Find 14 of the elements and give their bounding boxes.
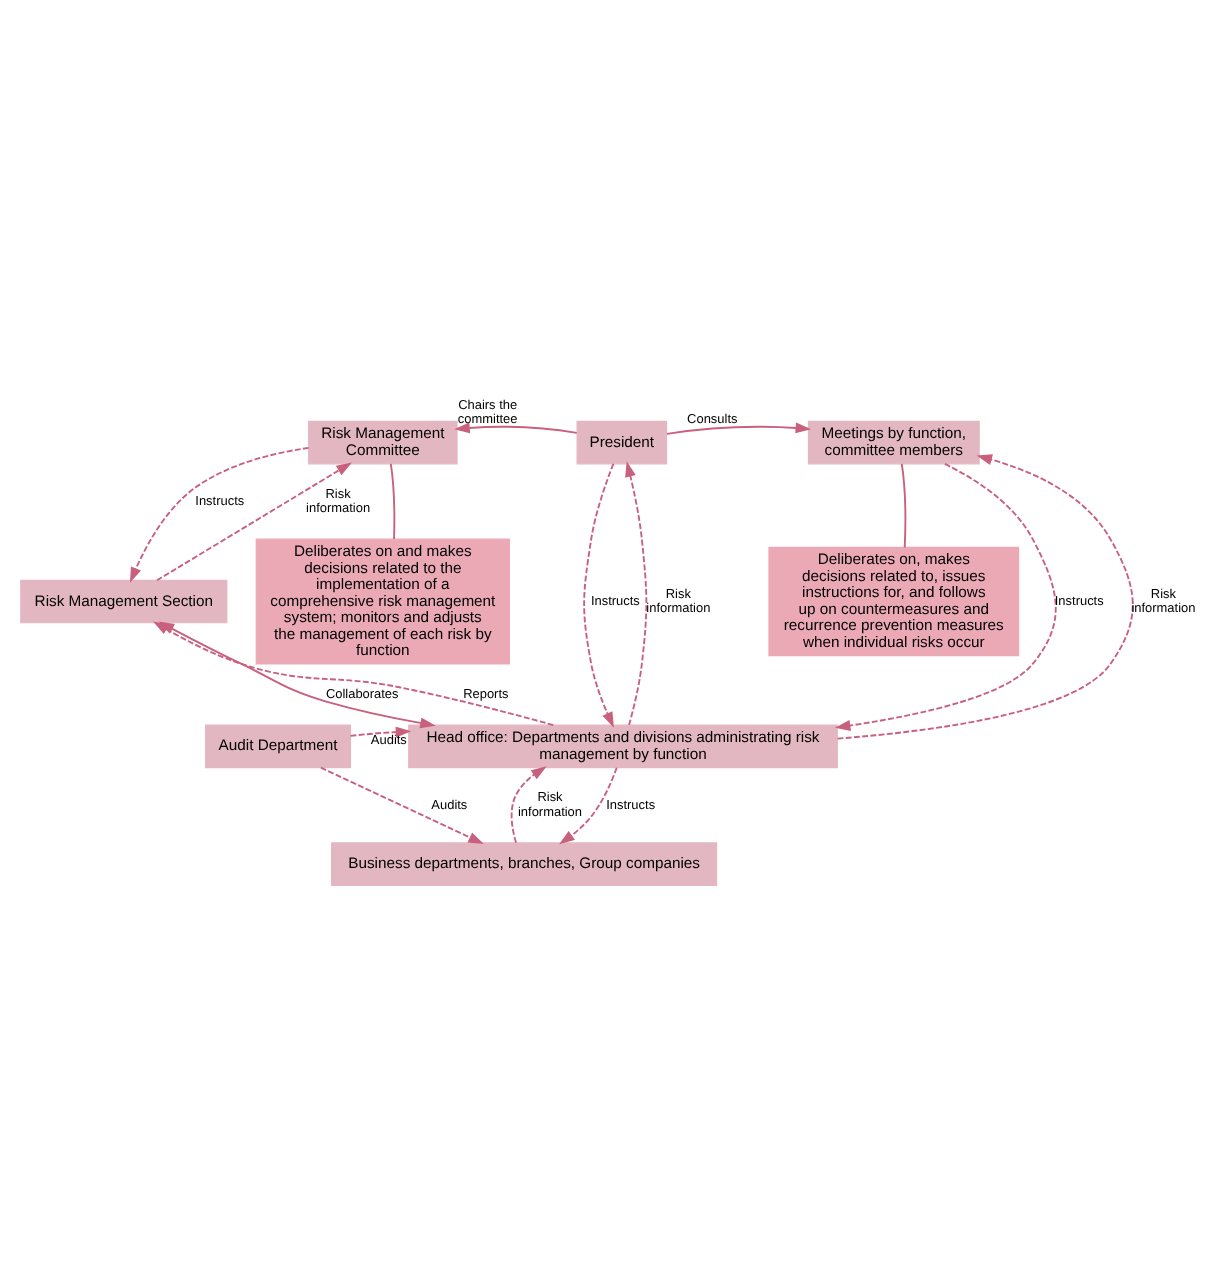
arrow (559, 765, 618, 844)
arrow (666, 421, 812, 434)
arrow (156, 461, 352, 581)
arrow (349, 725, 412, 737)
arrow (583, 461, 615, 727)
arrow (625, 460, 648, 725)
arrow (454, 421, 578, 433)
arrow (834, 462, 1057, 730)
connector (389, 462, 396, 540)
arrow (510, 765, 547, 843)
arrow (129, 446, 310, 582)
connector (900, 462, 907, 548)
arrow (836, 453, 1134, 739)
arrow (320, 765, 484, 844)
